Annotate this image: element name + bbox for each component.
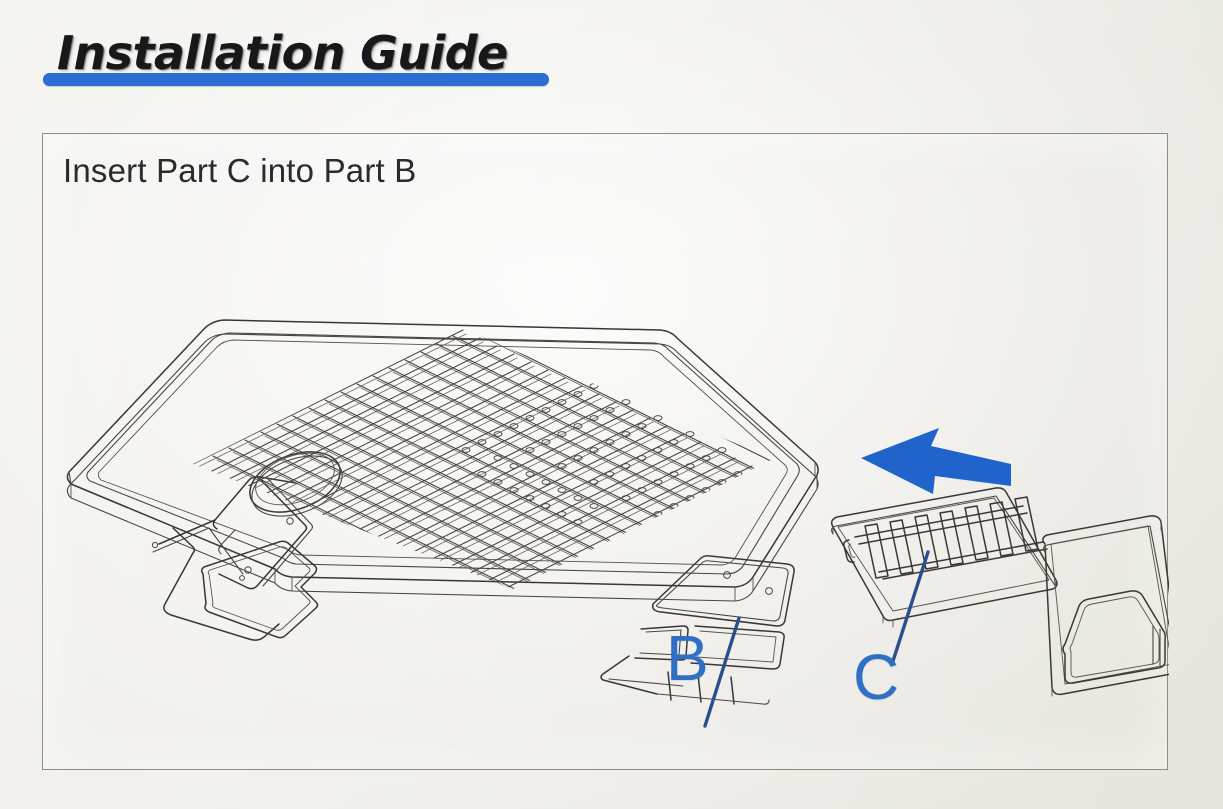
assembly-diagram: .ln { fill:none; stroke:#3a3733; stroke-…	[43, 134, 1169, 771]
leader-line-c	[891, 550, 930, 663]
tray-center-detail	[554, 576, 608, 589]
document-title-block: Installation Guide	[43, 26, 663, 96]
step-instruction-text: Insert Part C into Part B	[63, 152, 417, 189]
part-label-c: C	[853, 641, 900, 713]
title-underline-bar	[43, 73, 549, 86]
insertion-direction-arrow	[861, 428, 1011, 494]
part-b-drawing	[66, 319, 819, 705]
part-b-receiving-slot	[600, 555, 795, 705]
callout-leader-lines	[703, 550, 930, 728]
instruction-panel: Insert Part C into Part B .ln { fill:non…	[42, 133, 1169, 771]
diagram-svg: .ln { fill:none; stroke:#3a3733; stroke-…	[66, 319, 1169, 728]
leader-line-b	[703, 616, 741, 728]
page-title: Installation Guide	[57, 26, 508, 80]
part-c-drawing	[830, 487, 1169, 697]
tray-grid-lattice	[193, 329, 773, 589]
part-label-b: B	[666, 622, 709, 694]
